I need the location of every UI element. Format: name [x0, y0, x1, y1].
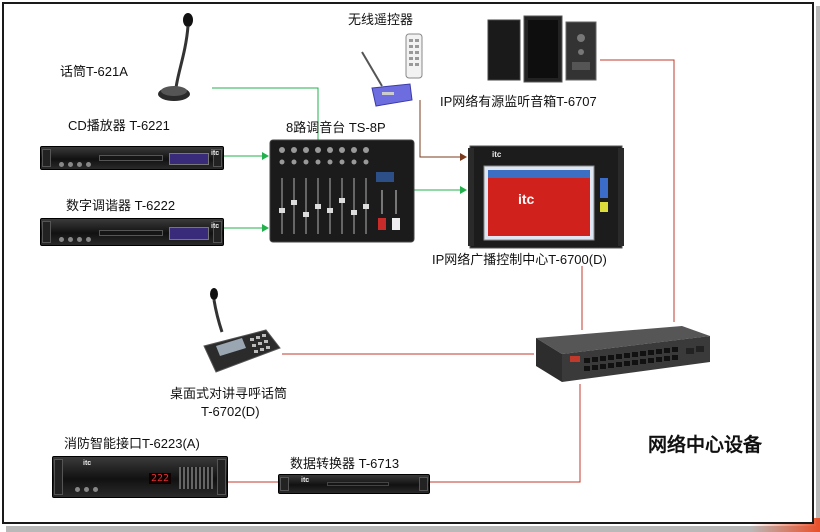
- broadcast-controller-icon: itc itc: [468, 145, 624, 249]
- fire-display: 222: [149, 473, 172, 484]
- mixer-arrow: [460, 186, 467, 194]
- mic-label: 话筒T-621A: [60, 64, 128, 79]
- desk-paging-mic-icon: [203, 288, 281, 373]
- fire-interface-label: 消防智能接口T-6223(A): [64, 436, 200, 451]
- speaker-label: IP网络有源监听音箱T-6707: [440, 94, 597, 109]
- tuner-label: 数字调谐器 T-6222: [66, 198, 176, 213]
- cd-arrow: [262, 152, 269, 160]
- diagram-title: 网络中心设备: [648, 434, 763, 456]
- mixer-label: 8路调音台 TS-8P: [286, 120, 386, 135]
- converter-label: 数据转换器 T-6713: [290, 456, 400, 471]
- switch-to-converter-line: [428, 384, 581, 483]
- mic-to-mixer-line: [212, 87, 319, 150]
- remote-arrow: [460, 153, 467, 161]
- cd-label: CD播放器 T-6221: [68, 118, 170, 133]
- tuner-unit: itc: [40, 218, 224, 246]
- controller-label: IP网络广播控制中心T-6700(D): [432, 252, 607, 267]
- active-speaker-icon: [487, 15, 597, 83]
- desk-mic-label-line2: T-6702(D): [201, 404, 260, 419]
- controller-brand-text: itc: [492, 150, 502, 159]
- frame-shadow-right: [816, 6, 820, 530]
- screen-brand-text: itc: [518, 191, 535, 207]
- network-switch-icon: [536, 326, 710, 382]
- wireless-remote-icon: [361, 33, 423, 107]
- fire-interface-unit: itc 222: [52, 456, 228, 498]
- speaker-to-switch-line: [600, 59, 675, 322]
- audio-mixer-icon: [269, 139, 415, 243]
- data-converter-unit: itc: [278, 474, 430, 494]
- tuner-arrow: [262, 224, 269, 232]
- remote-label: 无线遥控器: [348, 12, 414, 27]
- remote-to-controller-line: [419, 100, 462, 158]
- desk-mic-label-line1: 桌面式对讲寻呼话筒: [170, 386, 288, 401]
- frame-shadow-bottom: [6, 526, 820, 532]
- cd-player-unit: itc: [40, 146, 224, 170]
- gooseneck-mic-icon: [158, 13, 193, 101]
